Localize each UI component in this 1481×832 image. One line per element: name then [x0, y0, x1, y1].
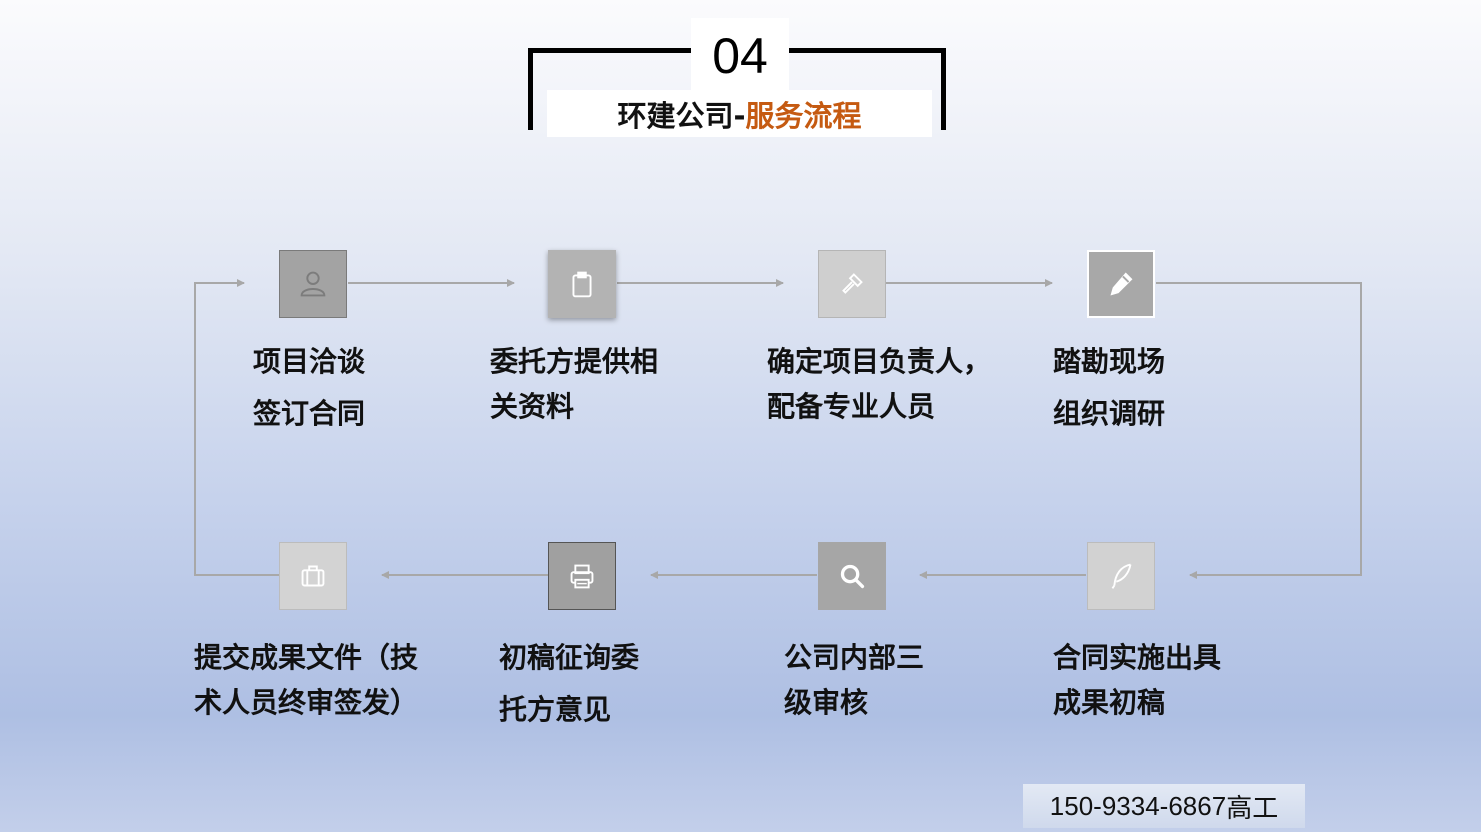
- step-7-label: 初稿征询委 托方意见: [499, 641, 640, 726]
- title-highlight: 服务流程: [745, 98, 862, 133]
- contact-phone: 150-9334-6867: [1049, 790, 1227, 821]
- step-1-label: 项目洽谈 签订合同: [253, 345, 366, 430]
- flashlight-icon: [818, 250, 886, 318]
- step-2-label: 委托方提供相 关资料: [490, 345, 659, 423]
- step-6-label: 公司内部三 级审核: [784, 641, 925, 719]
- step-8-label: 提交成果文件（技 术人员终审签发）: [194, 641, 419, 719]
- step-5-label: 合同实施出具 成果初稿: [1053, 641, 1222, 719]
- connector-8-1: [194, 279, 279, 576]
- connector-4-5: [1156, 282, 1362, 579]
- contact-box: 150-9334-6867 高工: [1023, 784, 1305, 828]
- search-icon: [818, 542, 886, 610]
- section-number: 04: [691, 18, 789, 94]
- pencil-icon: [1087, 250, 1155, 318]
- step-4-label: 踏勘现场 组织调研: [1053, 345, 1166, 430]
- page-title: 环建公司-服务流程: [547, 90, 932, 137]
- contact-name: 高工: [1226, 792, 1279, 823]
- printer-icon: [548, 542, 616, 610]
- title-prefix: 环建公司-: [617, 98, 746, 133]
- quill-icon: [1087, 542, 1155, 610]
- clipboard-icon: [548, 250, 616, 318]
- user-icon: [279, 250, 347, 318]
- step-3-label: 确定项目负责人， 配备专业人员: [767, 345, 992, 423]
- briefcase-icon: [279, 542, 347, 610]
